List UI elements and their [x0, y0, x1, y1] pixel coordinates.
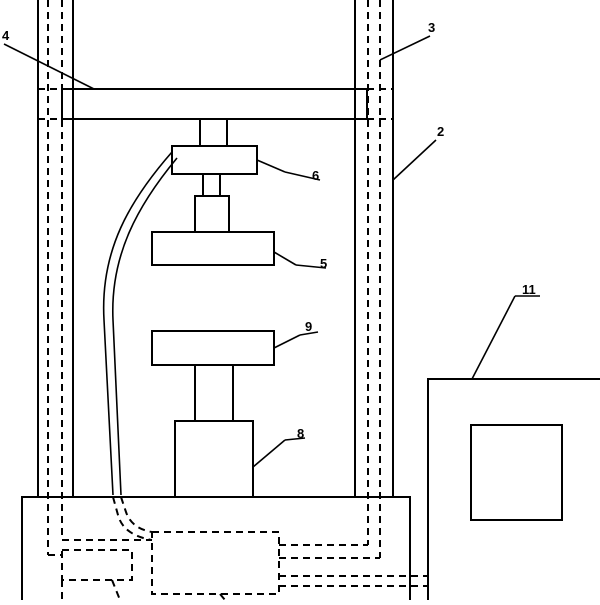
label-9: 9	[305, 319, 312, 334]
label-6: 6	[312, 168, 319, 183]
label-11: 11	[522, 282, 536, 297]
lower-platen	[151, 330, 275, 366]
base-controller-module	[151, 531, 280, 595]
leader-line-3	[379, 35, 431, 61]
leader-line-8b	[284, 437, 306, 441]
right-column	[354, 0, 394, 498]
leader-line-2	[392, 139, 437, 181]
base-controller-lead	[219, 593, 226, 601]
leader-line-11	[471, 295, 516, 380]
leader-line-9b	[299, 331, 319, 336]
label-4: 4	[2, 28, 10, 43]
base-small-module-lead	[111, 579, 121, 601]
label-3: 3	[428, 20, 435, 35]
label-2: 2	[437, 124, 444, 139]
base-box	[21, 496, 411, 605]
sensor-neck	[202, 173, 221, 197]
label-8: 8	[297, 426, 304, 441]
sensor-cable-inner	[112, 157, 178, 496]
leader-line-6	[256, 159, 286, 173]
upper-shaft	[199, 118, 228, 147]
upper-platen	[151, 231, 275, 266]
leader-line-9	[273, 334, 301, 349]
upper-grip-shank	[194, 195, 230, 233]
actuator-cylinder	[174, 420, 254, 498]
computer-screen	[470, 424, 563, 521]
leader-line-4	[3, 43, 95, 90]
sensor-block	[171, 145, 258, 175]
sensor-cable-dashed-inner	[120, 496, 153, 533]
leader-line-5	[273, 251, 297, 266]
leader-line-6b	[284, 171, 321, 181]
sensor-cable-dashed-outer	[112, 496, 153, 541]
label-5: 5	[320, 256, 327, 271]
left-column	[37, 0, 74, 498]
sensor-cable-outer	[102, 151, 173, 496]
lower-shank	[194, 364, 234, 422]
control-computer	[427, 378, 600, 605]
leader-line-5b	[295, 264, 327, 269]
leader-line-8	[252, 439, 286, 468]
crossbeam	[61, 88, 368, 120]
base-small-module	[61, 549, 133, 581]
